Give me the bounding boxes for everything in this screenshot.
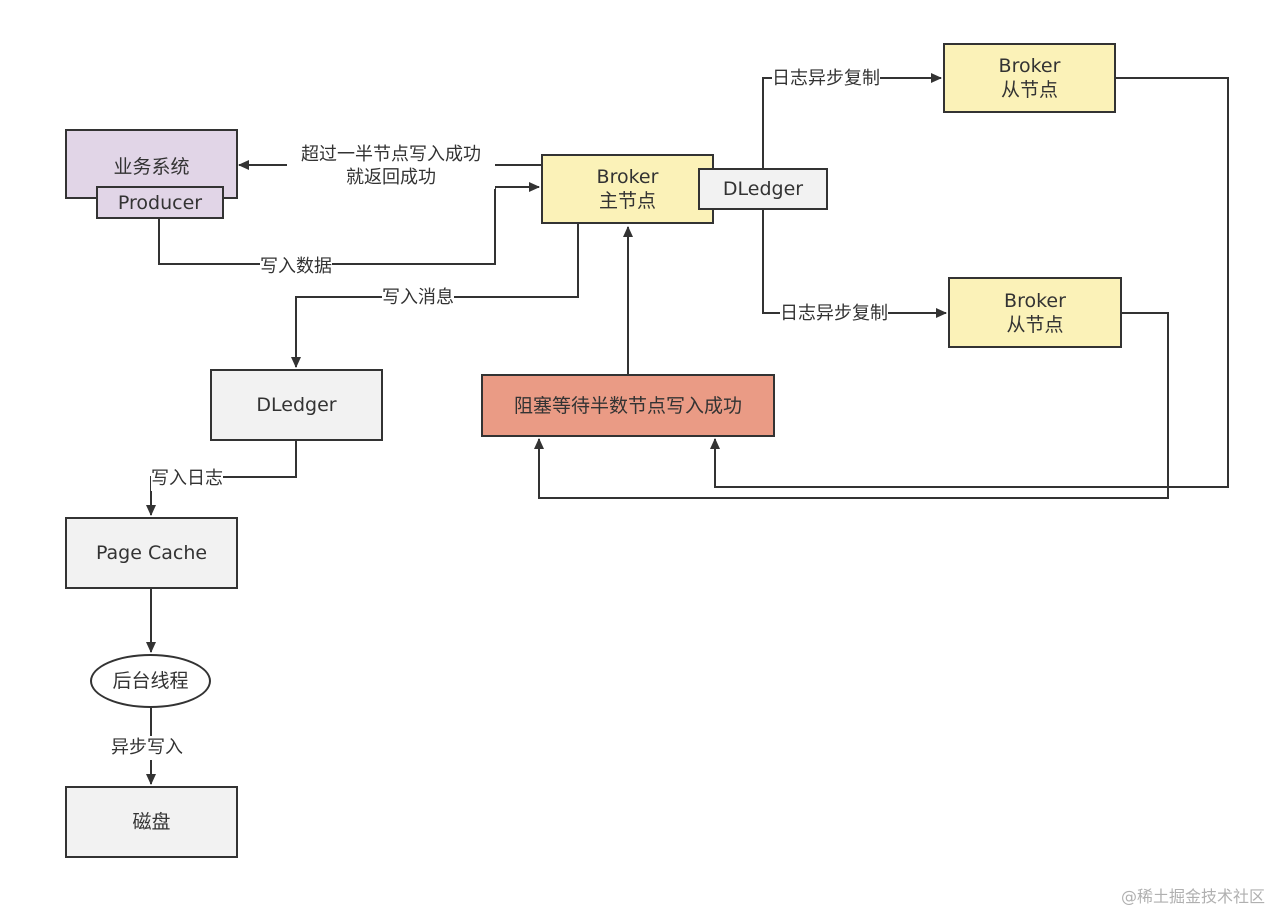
producer-label: Producer [117, 191, 203, 214]
broker-slave-2-line2: 从节点 [1006, 313, 1064, 336]
edge-slave1-ack [710, 77, 1229, 488]
edge-slave2-ack [534, 312, 1169, 499]
page-cache-label: Page Cache [95, 542, 208, 564]
dledger-local-label: DLedger [256, 394, 337, 416]
broker-slave-1-line1: Broker [998, 55, 1061, 77]
disk-node: 磁盘 [65, 786, 238, 858]
dledger-master-node: DLedger [698, 168, 828, 210]
edge-label-replicate-1: 日志异步复制 [772, 67, 880, 91]
broker-slave-2-node: Broker 从节点 [948, 277, 1122, 348]
edge-label-async-write: 异步写入 [111, 736, 183, 760]
disk-label: 磁盘 [132, 811, 171, 833]
edge-write-data [158, 182, 540, 265]
broker-slave-1-line2: 从节点 [1000, 79, 1058, 101]
edge-label-replicate-2: 日志异步复制 [780, 302, 888, 326]
edge-label-write-data: 写入数据 [260, 255, 332, 279]
block-wait-label: 阻塞等待半数节点写入成功 [513, 394, 742, 417]
dledger-master-label: DLedger [722, 178, 804, 200]
broker-master-node: Broker 主节点 [541, 154, 714, 224]
page-cache-node: Page Cache [65, 517, 238, 589]
background-thread-node: 后台线程 [90, 654, 211, 708]
edge-label-majority-success: 超过一半节点写入成功 就返回成功 [287, 143, 495, 189]
broker-slave-1-node: Broker 从节点 [943, 43, 1116, 113]
edge-replicate-1 [762, 73, 942, 170]
background-thread-label: 后台线程 [112, 670, 189, 692]
majority-success-line2: 就返回成功 [346, 167, 436, 188]
broker-slave-2-line1: Broker [1004, 289, 1066, 312]
producer-node: Producer [96, 186, 224, 219]
edge-write-log [146, 441, 297, 516]
broker-master-line2: 主节点 [598, 190, 656, 212]
edge-replicate-2 [762, 209, 947, 318]
dledger-local-node: DLedger [210, 369, 383, 441]
edge-label-write-message: 写入消息 [382, 286, 454, 310]
majority-success-line1: 超过一半节点写入成功 [301, 144, 481, 165]
broker-master-line1: Broker [596, 166, 659, 188]
watermark: @稀土掘金技术社区 [1120, 887, 1265, 906]
edge-label-write-log: 写入日志 [151, 467, 223, 491]
business-system-title: 业务系统 [113, 156, 190, 178]
block-wait-node: 阻塞等待半数节点写入成功 [481, 374, 775, 437]
